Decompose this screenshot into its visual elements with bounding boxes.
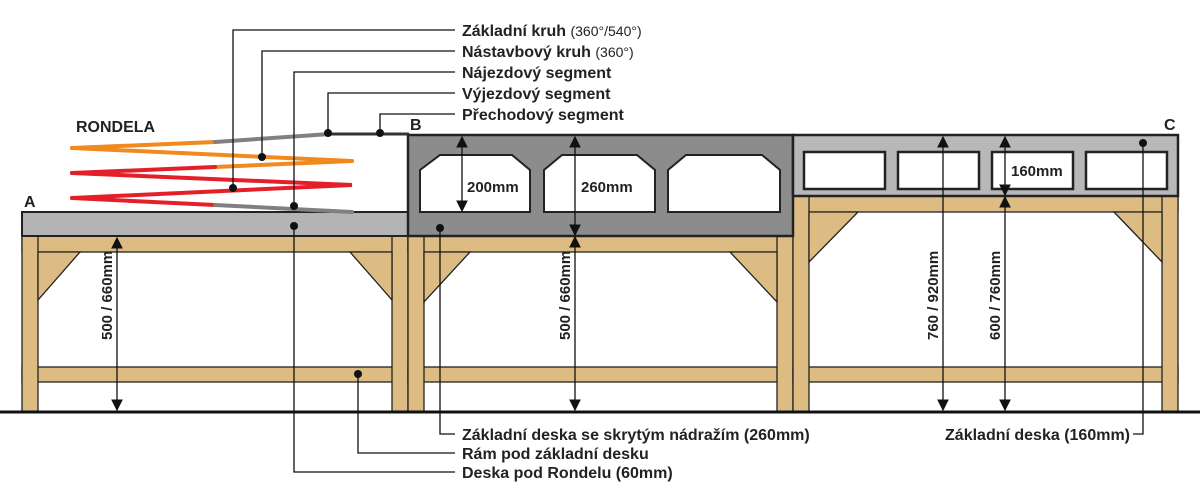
dim-160: 160mm [1011,163,1063,180]
rondela-title: RONDELA [76,119,156,136]
dim-height-c-total: 760 / 920mm [925,251,942,340]
frame-c [792,195,1179,413]
label-ram: Rám pod základní desku [462,446,649,463]
leaders-top [229,29,455,210]
label-vyjezdovy-segment: Výjezdový segment [462,86,611,103]
dimension-arrows [111,135,1011,412]
frame-b [407,235,794,413]
rondela-track [70,132,410,214]
dim-height-c-frame: 600 / 760mm [987,251,1004,340]
point-c: C [1164,117,1176,134]
board-a [21,211,409,237]
dim-200: 200mm [467,179,519,196]
label-zakladni-deska-260: Základní deska se skrytým nádražím (260m… [462,427,810,444]
label-nastavbovy-kruh: Nástavbový kruh (360°) [462,44,634,61]
label-prechodovy-segment: Přechodový segment [462,107,625,124]
frame-a [21,235,409,413]
dim-260: 260mm [581,179,633,196]
point-a: A [24,194,36,211]
leaders-bottom [290,139,1147,473]
board-c [791,133,1180,198]
board-b [406,133,795,238]
label-zakladni-deska-160: Základní deska (160mm) [945,427,1130,444]
label-najezdovy-segment: Nájezdový segment [462,65,612,82]
dim-height-b: 500 / 660mm [557,251,574,340]
point-b: B [410,117,422,134]
label-deska-pod-rondelu: Deska pod Rondelu (60mm) [462,465,673,482]
label-zakladni-kruh: Základní kruh (360°/540°) [462,23,642,40]
dim-height-a: 500 / 660mm [99,251,116,340]
